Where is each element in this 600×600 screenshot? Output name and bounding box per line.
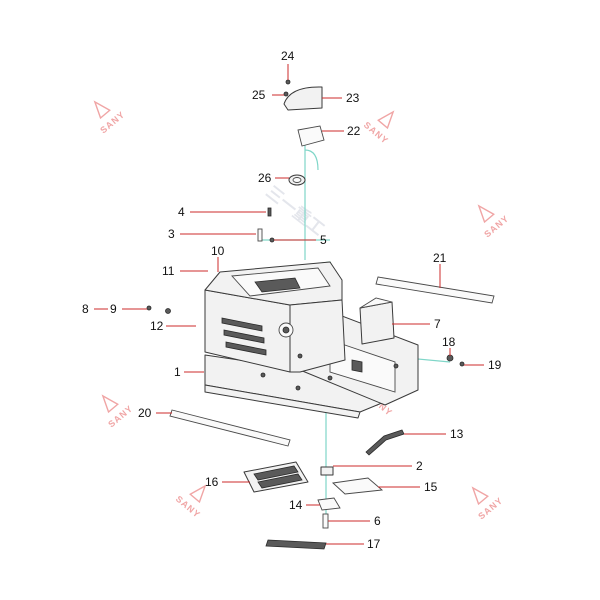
callout-16: 16 [205,475,219,489]
part-9-screw [146,305,152,311]
svg-text:SANY: SANY [106,403,135,429]
callout-4: 4 [178,205,185,219]
part-25-washer [283,91,289,97]
callout-2: 2 [416,459,423,473]
callout-labels: 24 25 23 22 26 4 3 5 10 11 8 9 12 1 7 18… [82,49,502,551]
sany-watermark: SANY [101,394,135,429]
part-14-cap [317,497,341,511]
callout-6: 6 [374,514,381,528]
part-12-bolt [165,308,171,314]
callout-21: 21 [433,251,447,265]
callout-14: 14 [289,498,303,512]
part-19-nut [459,361,465,367]
callout-12: 12 [150,319,164,333]
part-23-cushion [283,86,323,111]
callout-25: 25 [252,88,266,102]
part-4-bolt [267,207,272,217]
callout-11: 11 [162,264,175,278]
part-15-plate [331,477,384,495]
part-20-strip [169,409,291,447]
callout-22: 22 [347,124,361,138]
svg-text:SANY: SANY [98,109,127,135]
callout-1: 1 [174,365,181,379]
callout-13: 13 [450,427,464,441]
callout-5: 5 [320,233,327,247]
leader-lines [94,64,484,545]
callout-10: 10 [211,244,225,258]
svg-text:SANY: SANY [476,495,505,521]
svg-text:SANY: SANY [482,213,511,239]
callout-20: 20 [138,406,152,420]
main-frame [204,261,419,419]
callout-18: 18 [442,335,456,349]
callout-23: 23 [346,91,360,105]
callout-19: 19 [488,358,502,372]
svg-text:SANY: SANY [362,120,391,146]
callout-17: 17 [367,537,381,551]
part-24-screw [285,79,291,85]
part-5-nut [269,237,275,243]
part-13-cable [365,429,405,456]
part-2-grommet [320,466,334,476]
callout-15: 15 [424,480,438,494]
center-watermark: 三一重工 [262,181,328,239]
sany-watermark: SANY [471,486,505,521]
sany-watermark: SANY [93,100,127,135]
callout-7: 7 [434,317,441,331]
svg-text:SANY: SANY [174,494,203,520]
sany-watermark: SANY [477,204,511,239]
part-6-stud [322,513,329,529]
callout-24: 24 [281,49,295,63]
callout-8: 8 [82,302,89,316]
part-17-strip [265,539,327,550]
callout-26: 26 [258,171,272,185]
part-3-pin [257,228,263,242]
callout-3: 3 [168,227,175,241]
side-wall [289,299,346,373]
sany-watermark: SANY [362,110,395,146]
part-21-strip [375,276,495,304]
part-22-bracket [297,125,325,147]
callout-9: 9 [110,302,117,316]
part-7-box [359,301,395,345]
